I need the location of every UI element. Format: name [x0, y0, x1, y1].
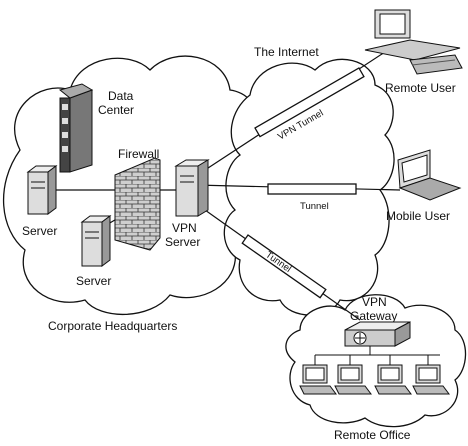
vpn-gateway-label-line1: VPN — [362, 295, 387, 309]
firewall-icon — [114, 157, 161, 251]
remote-user-label: Remote User — [385, 81, 456, 95]
corporate-hq-label: Corporate Headquarters — [48, 319, 177, 333]
remote-user-computer-icon — [364, 9, 463, 75]
remote-office-lan — [314, 346, 440, 365]
tunnel-mobile-label: Tunnel — [300, 201, 329, 212]
data-center-label-line2: Center — [98, 103, 134, 117]
vpn-gateway-icon — [344, 321, 411, 347]
internet-label: The Internet — [254, 45, 319, 59]
office-workstation-icon — [299, 364, 337, 395]
vpn-server-label-line2: Server — [165, 235, 200, 249]
vpn-server-icon — [174, 159, 210, 217]
server-bottom-label: Server — [76, 274, 111, 288]
office-workstation-icon — [334, 364, 372, 395]
firewall-label: Firewall — [118, 147, 159, 161]
office-workstation-icon — [374, 364, 412, 395]
office-workstation-icon — [412, 364, 450, 395]
mobile-user-laptop-icon — [397, 149, 462, 201]
data-center-rack-icon — [58, 83, 94, 173]
vpn-server-label-line1: VPN — [172, 221, 197, 235]
vpn-gateway-label-line2: Gateway — [350, 309, 397, 323]
server-left-icon — [26, 165, 58, 215]
data-center-label-line1: Data — [108, 89, 134, 103]
server-left-label: Server — [22, 224, 57, 238]
server-bottom-icon — [80, 215, 112, 267]
tunnel-mobile: Tunnel — [267, 183, 357, 212]
remote-office-label: Remote Office — [334, 428, 411, 441]
mobile-user-label: Mobile User — [386, 209, 450, 223]
